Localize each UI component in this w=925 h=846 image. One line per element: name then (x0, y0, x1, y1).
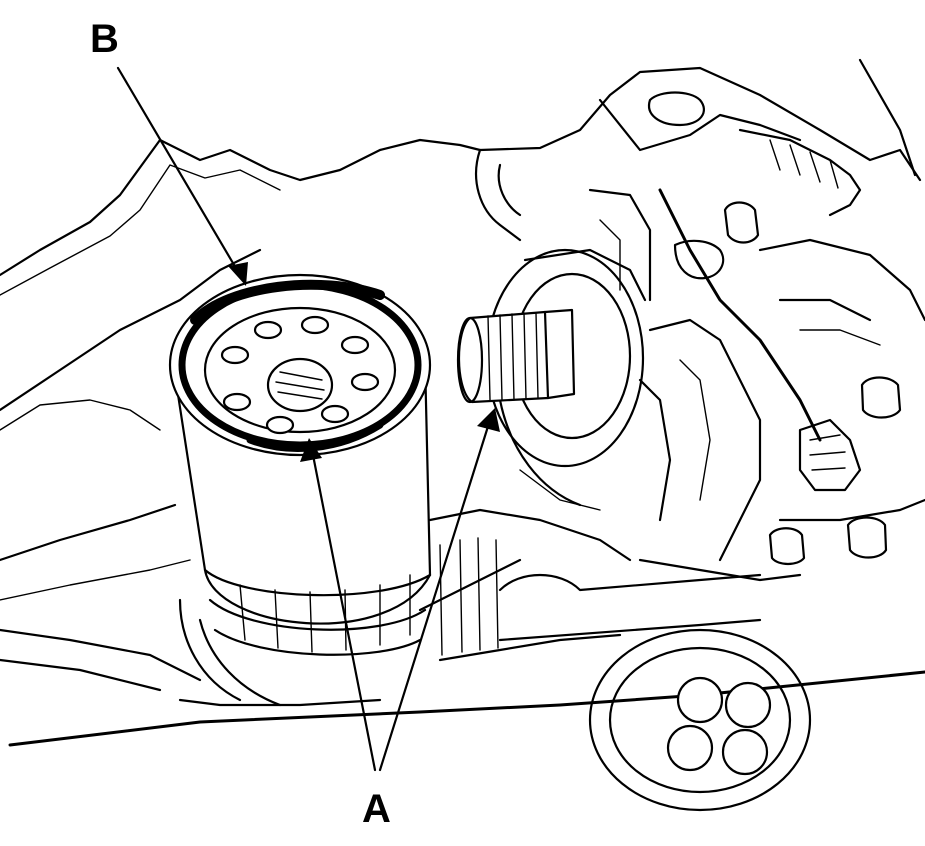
arrowhead-a-left (300, 438, 322, 462)
leader-lines (116, 66, 500, 772)
drive-shaft (178, 508, 762, 707)
bolts (723, 201, 902, 566)
arrowhead-a-right (477, 408, 500, 432)
engine-block (475, 58, 925, 582)
oil-filter (168, 273, 432, 656)
arrowhead-b (228, 262, 248, 286)
pulley (588, 628, 812, 812)
label-a: A (362, 787, 391, 831)
sensor-harness (658, 188, 862, 492)
threaded-stud (456, 308, 576, 404)
label-b: B (90, 17, 119, 61)
